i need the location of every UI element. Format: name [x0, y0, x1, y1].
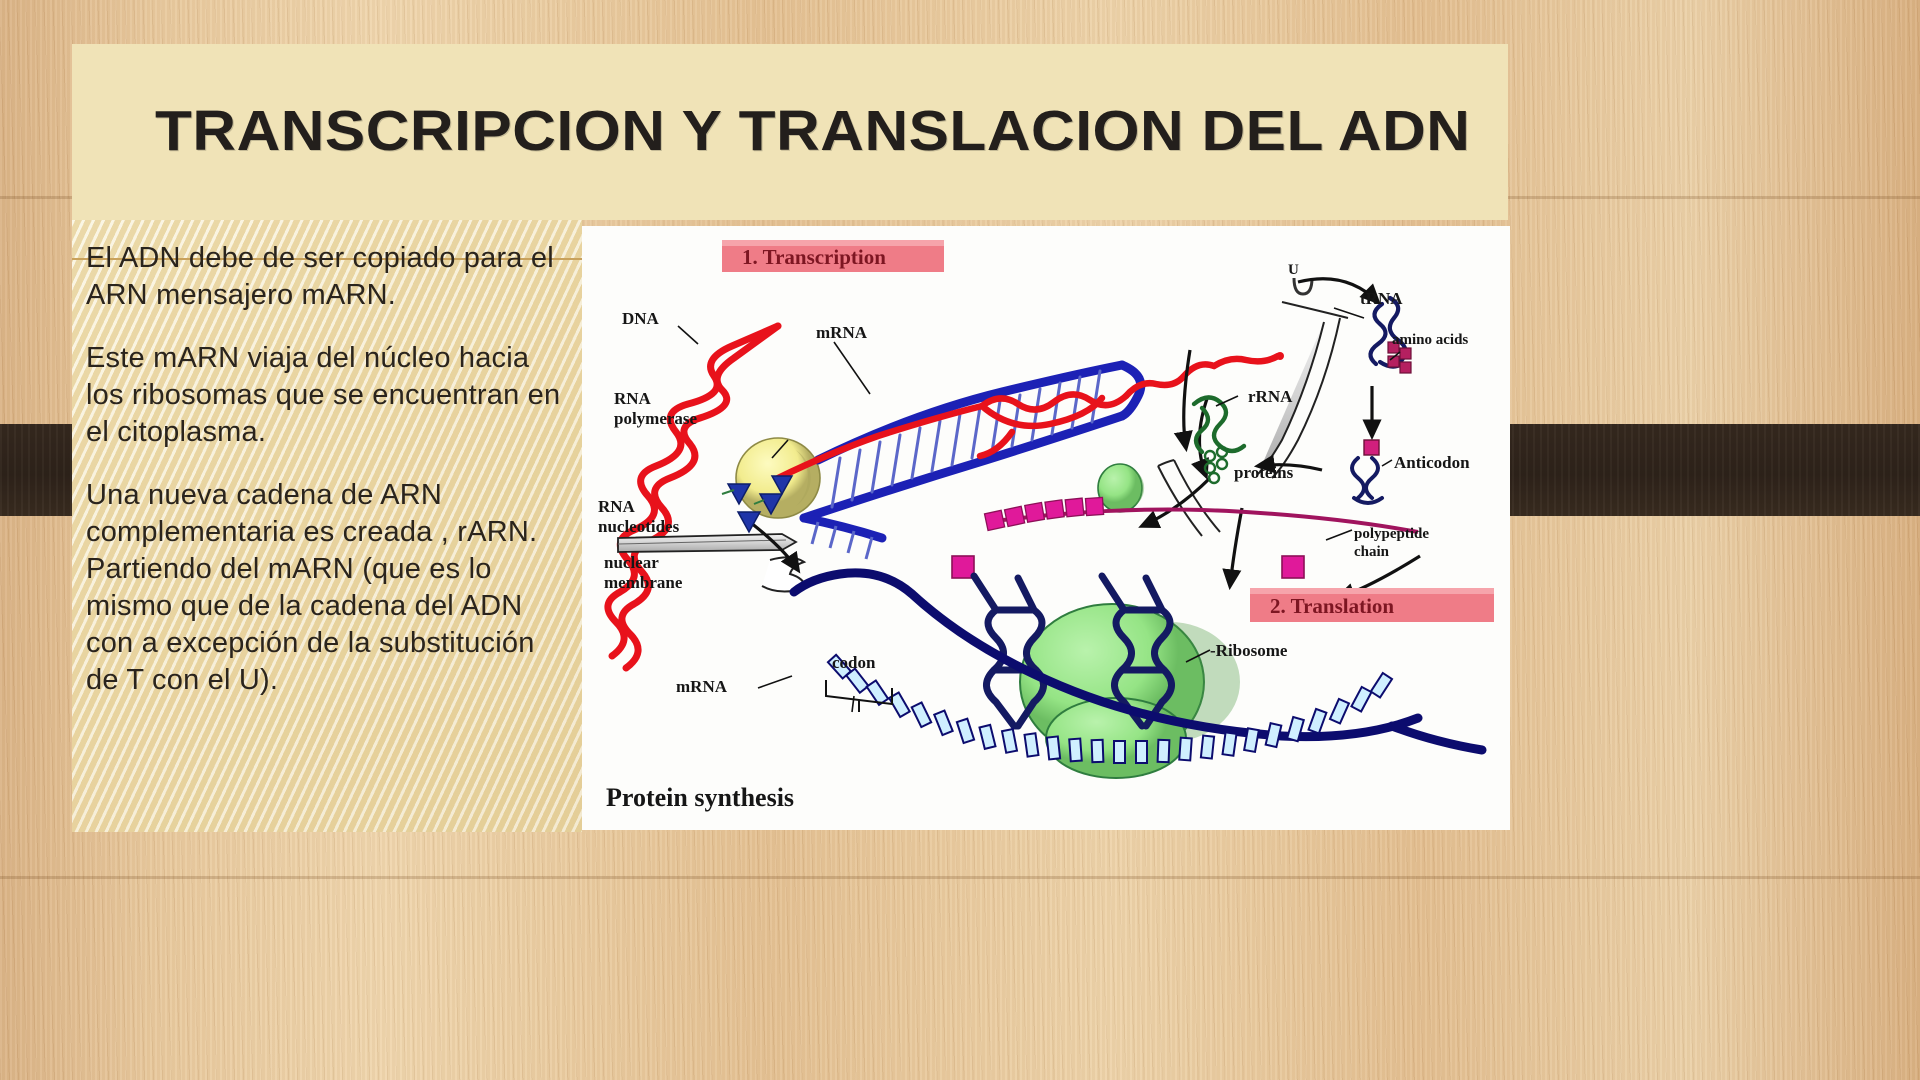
u-base-label: U	[1288, 262, 1299, 278]
paragraph-2: Este mARN viaja del núcleo hacia los rib…	[86, 342, 561, 448]
mrna-red-tip	[1276, 352, 1284, 360]
protein-synthesis-diagram: 1. Transcription	[582, 226, 1510, 830]
plank-seam-bottom	[0, 876, 1920, 879]
dna-blue-tail	[799, 513, 887, 543]
arrow-rrna-down	[1138, 476, 1212, 529]
trna-in-ribosome	[970, 572, 1175, 730]
amino-acid-blocks	[1387, 341, 1412, 374]
transcription-banner-label: 1. Transcription	[742, 245, 886, 269]
rna-nucleotides-icons	[726, 475, 794, 534]
u-base-symbol: U	[1288, 262, 1314, 296]
label-mrna-bottom: mRNA	[676, 677, 728, 696]
arrow-polypeptide-down	[1222, 507, 1244, 591]
label-leader-lines	[677, 307, 1401, 713]
mrna-bottom-strand	[789, 568, 1487, 764]
label-proteins: proteins	[1234, 463, 1294, 482]
amino-acid-square-left	[951, 555, 975, 579]
diagram-text-labels: DNA mRNA RNA polymerase RNA nucleotides …	[598, 289, 1470, 812]
dna-red-strand	[604, 322, 782, 672]
label-rna-polymerase-line1: RNA	[614, 389, 652, 408]
label-rrna: rRNA	[1248, 387, 1293, 406]
transcription-banner: 1. Transcription	[722, 240, 944, 272]
body-text: El ADN debe de ser copiado para el ARN m…	[86, 240, 566, 699]
label-mrna-top: mRNA	[816, 323, 868, 342]
translation-banner: 2. Translation	[1250, 588, 1494, 622]
proteins-icon	[1203, 445, 1229, 485]
label-dna: DNA	[622, 309, 660, 328]
accent-rule	[72, 258, 582, 260]
rna-nucleotide-links	[721, 489, 765, 505]
arrow-proteins-to-rrna	[1253, 454, 1323, 474]
diagram-caption: Protein synthesis	[606, 783, 794, 812]
label-polypeptide-line1: polypeptide	[1354, 526, 1429, 542]
anticodon-trna	[1350, 456, 1384, 505]
codon-bracket	[825, 680, 893, 712]
label-polypeptide-line2: chain	[1354, 544, 1390, 560]
label-nuclear-membrane-line1: nuclear	[604, 553, 659, 572]
label-anticodon: Anticodon	[1394, 453, 1470, 472]
paragraph-1: El ADN debe de ser copiado para el ARN m…	[86, 242, 554, 311]
title-banner	[72, 44, 1508, 220]
dna-blue-tail-rungs	[810, 521, 874, 560]
label-nuclear-membrane-line2: membrane	[604, 573, 683, 592]
label-ribosome: -Ribosome	[1210, 641, 1288, 660]
anticodon-amino-acid	[1363, 439, 1380, 456]
arrow-to-rrna	[1191, 395, 1210, 480]
ribosome-subunit-small	[1097, 463, 1145, 513]
label-codon: codon	[832, 653, 876, 672]
dna-blue-double-strand	[799, 360, 1146, 523]
label-trna: tRNA	[1360, 289, 1403, 308]
translation-banner-label: 2. Translation	[1270, 594, 1394, 618]
page-title: TRANSCRIPCION Y TRANSLACION DEL ADN	[155, 99, 1471, 163]
mrna-red-strand	[774, 352, 1282, 482]
arrow-to-trna	[1297, 277, 1381, 305]
amino-acid-square-right	[1281, 555, 1305, 579]
arrow-polymerase-path	[1173, 349, 1193, 453]
label-rna-nucleotides-line2: nucleotides	[598, 517, 680, 536]
polypeptide-chain	[951, 496, 1419, 579]
label-rna-polymerase-line2: polymerase	[614, 409, 698, 428]
paragraph-3: Una nueva cadena de ARN complementaria e…	[86, 479, 538, 696]
label-amino-acids: amino acids	[1392, 332, 1468, 348]
label-rna-nucleotides-line1: RNA	[598, 497, 636, 516]
text-panel	[72, 220, 582, 832]
